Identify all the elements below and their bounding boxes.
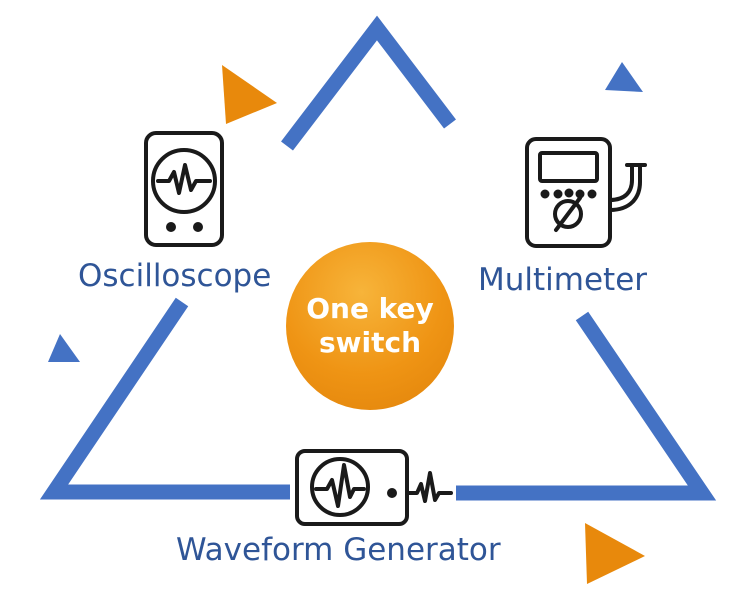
waveform-generator-icon <box>295 449 453 526</box>
center-text-line2: switch <box>318 326 422 359</box>
multimeter-label: Multimeter <box>478 262 648 298</box>
orange-triangle-top-left <box>222 65 277 124</box>
multimeter-icon <box>525 137 647 248</box>
triangle-frame-left <box>39 297 290 500</box>
blue-triangle-top-right <box>605 62 643 92</box>
orange-triangle-bottom-right <box>585 523 645 584</box>
oscilloscope-label: Oscilloscope <box>78 258 272 294</box>
triangle-frame-right <box>456 311 717 501</box>
triangle-frame-top <box>281 15 456 151</box>
oscilloscope-icon <box>144 131 224 247</box>
blue-triangle-left <box>48 334 80 362</box>
center-text-line1: One key <box>306 292 434 326</box>
waveform-generator-label: Waveform Generator <box>176 532 501 568</box>
one-key-switch-button[interactable]: One key switch <box>286 242 454 410</box>
